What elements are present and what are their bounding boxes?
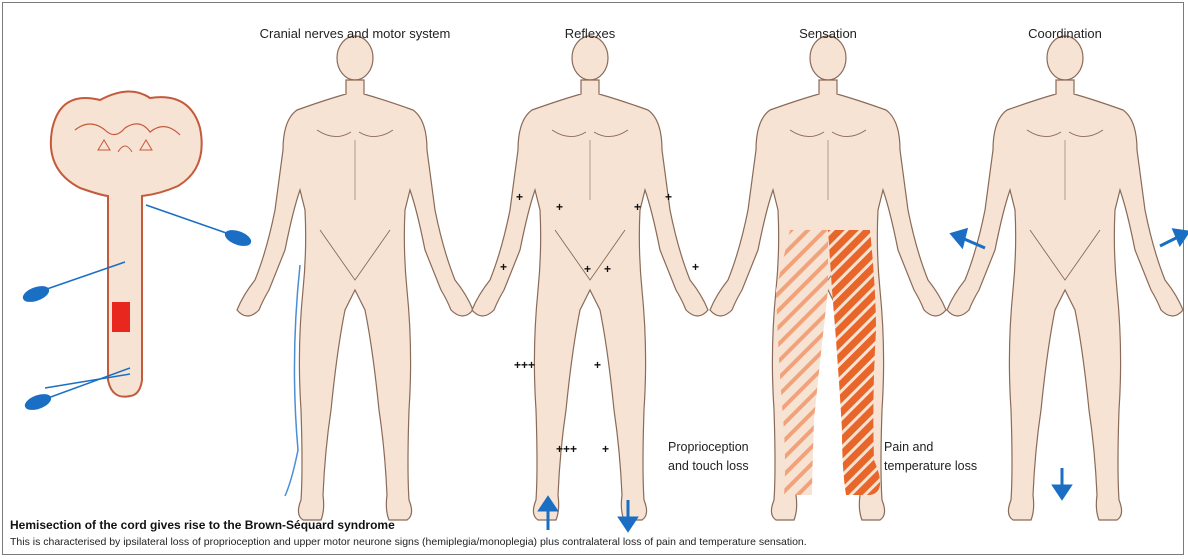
brain-cord-schematic bbox=[51, 91, 202, 396]
reflex-mark: + bbox=[584, 262, 591, 276]
reflex-mark: +++ bbox=[514, 358, 535, 372]
note-proprioception-line1: Proprioception bbox=[668, 438, 749, 457]
reflex-mark: + bbox=[500, 260, 507, 274]
reflex-mark: + bbox=[604, 262, 611, 276]
caption-title: Hemisection of the cord gives rise to th… bbox=[10, 518, 395, 532]
note-pain-temperature: Pain and temperature loss bbox=[884, 438, 977, 476]
lesion-marker bbox=[112, 302, 130, 332]
title-reflexes: Reflexes bbox=[480, 26, 700, 41]
body-figure-coordination bbox=[947, 36, 1183, 520]
note-proprioception: Proprioception and touch loss bbox=[668, 438, 749, 476]
body-figure-motor bbox=[237, 36, 473, 520]
reflex-mark: + bbox=[692, 260, 699, 274]
reflex-mark: + bbox=[516, 190, 523, 204]
reflex-mark: + bbox=[556, 200, 563, 214]
hatch-pain-leg bbox=[828, 230, 880, 495]
note-proprioception-line2: and touch loss bbox=[668, 457, 749, 476]
reflex-mark: + bbox=[665, 190, 672, 204]
note-pain-line2: temperature loss bbox=[884, 457, 977, 476]
caption-text: This is characterised by ipsilateral los… bbox=[10, 536, 807, 548]
title-cranial-motor: Cranial nerves and motor system bbox=[245, 26, 465, 41]
reflex-mark: + bbox=[602, 442, 609, 456]
note-pain-line1: Pain and bbox=[884, 438, 977, 457]
title-coordination: Coordination bbox=[955, 26, 1175, 41]
title-sensation: Sensation bbox=[718, 26, 938, 41]
reflex-mark: + bbox=[634, 200, 641, 214]
reflex-mark: +++ bbox=[556, 442, 577, 456]
reflex-mark: + bbox=[594, 358, 601, 372]
